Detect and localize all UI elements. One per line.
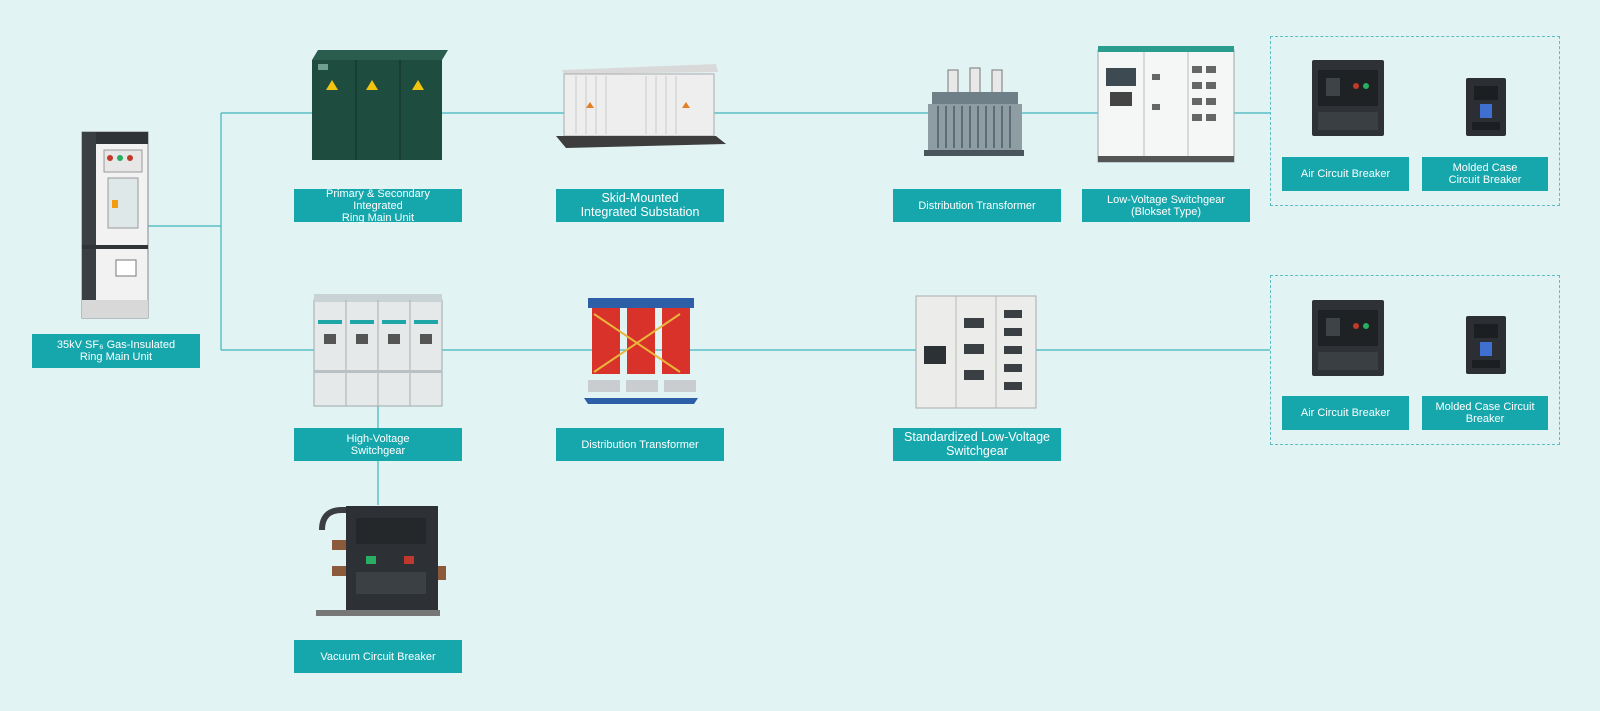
label-distribution-transformer-bottom: Distribution Transformer	[556, 428, 724, 461]
label-air-breaker-bottom: Air Circuit Breaker	[1282, 396, 1409, 430]
label-lv-switchgear-blokset: Low-Voltage Switchgear (Blokset Type)	[1082, 189, 1250, 222]
label-vacuum-breaker: Vacuum Circuit Breaker	[294, 640, 462, 673]
label-hv-switchgear: High-Voltage Switchgear	[294, 428, 462, 461]
lv-switchgear-blokset-icon	[1097, 46, 1235, 163]
label-skid-substation: Skid-Mounted Integrated Substation	[556, 189, 724, 222]
standard-lv-switchgear-icon	[915, 295, 1037, 409]
label-primary-secondary-rmu: Primary & Secondary Integrated Ring Main…	[294, 188, 462, 224]
molded-case-breaker-icon	[1466, 78, 1506, 136]
label-molded-breaker-top: Molded Case Circuit Breaker	[1422, 157, 1548, 191]
air-circuit-breaker-icon	[1312, 60, 1384, 136]
molded-case-breaker-icon	[1466, 316, 1506, 374]
dry-transformer-icon	[584, 298, 698, 404]
label-35kv-ring-main-unit: 35kV SF₆ Gas-Insulated Ring Main Unit	[32, 334, 200, 368]
label-air-breaker-top: Air Circuit Breaker	[1282, 157, 1409, 191]
air-circuit-breaker-icon	[1312, 300, 1384, 376]
vacuum-circuit-breaker-icon	[316, 506, 446, 616]
label-distribution-transformer-top: Distribution Transformer	[893, 189, 1061, 222]
breaker-group-bottom	[1270, 275, 1560, 445]
oil-transformer-icon	[924, 67, 1024, 156]
hv-switchgear-icon	[313, 294, 443, 407]
green-ring-main-unit-icon	[312, 50, 448, 160]
breaker-group-top	[1270, 36, 1560, 206]
skid-mounted-substation-icon	[556, 64, 726, 148]
label-molded-breaker-bottom: Molded Case Circuit Breaker	[1422, 396, 1548, 430]
gas-insulated-switchgear-icon	[81, 131, 149, 319]
label-standard-lv-switchgear: Standardized Low-Voltage Switchgear	[893, 428, 1061, 461]
